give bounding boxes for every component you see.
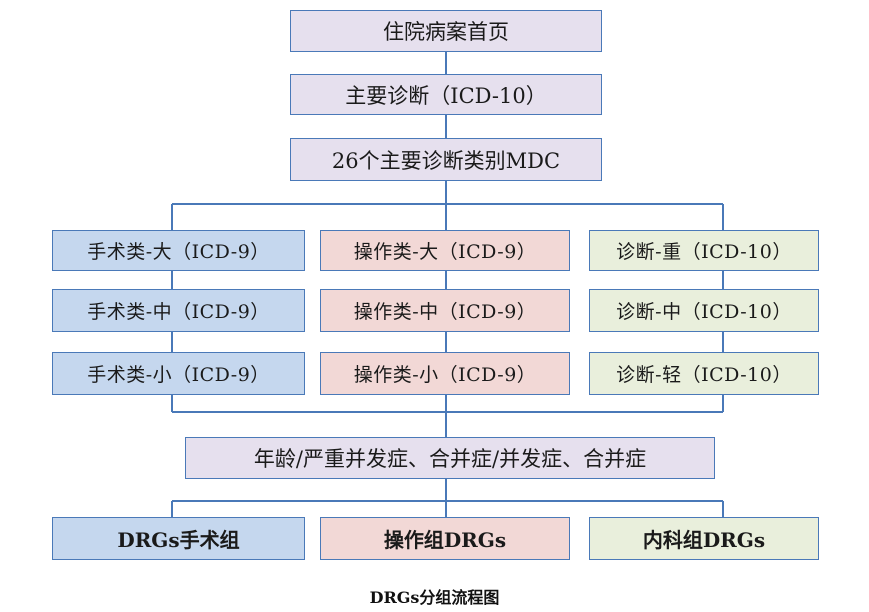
node-operation-medium: 操作类-中（ICD-9） xyxy=(320,289,570,332)
node-drg-surgery-group: DRGs手术组 xyxy=(52,517,305,560)
node-operation-minor: 操作类-小（ICD-9） xyxy=(320,352,570,395)
node-surgery-major: 手术类-大（ICD-9） xyxy=(52,230,305,271)
node-drg-operation-group: 操作组DRGs xyxy=(320,517,570,560)
node-age-complications: 年龄/严重并发症、合并症/并发症、合并症 xyxy=(185,437,715,479)
node-drg-medical-group: 内科组DRGs xyxy=(589,517,819,560)
node-principal-diagnosis: 主要诊断（ICD-10） xyxy=(290,74,602,115)
diagram-caption: DRGs分组流程图 xyxy=(369,588,500,607)
node-inpatient-record-homepage: 住院病案首页 xyxy=(290,10,602,52)
node-operation-major: 操作类-大（ICD-9） xyxy=(320,230,570,271)
node-diagnosis-severe: 诊断-重（ICD-10） xyxy=(589,230,819,271)
node-diagnosis-medium: 诊断-中（ICD-10） xyxy=(589,289,819,332)
node-mdc-categories: 26个主要诊断类别MDC xyxy=(290,138,602,181)
node-diagnosis-mild: 诊断-轻（ICD-10） xyxy=(589,352,819,395)
node-surgery-medium: 手术类-中（ICD-9） xyxy=(52,289,305,332)
node-surgery-minor: 手术类-小（ICD-9） xyxy=(52,352,305,395)
